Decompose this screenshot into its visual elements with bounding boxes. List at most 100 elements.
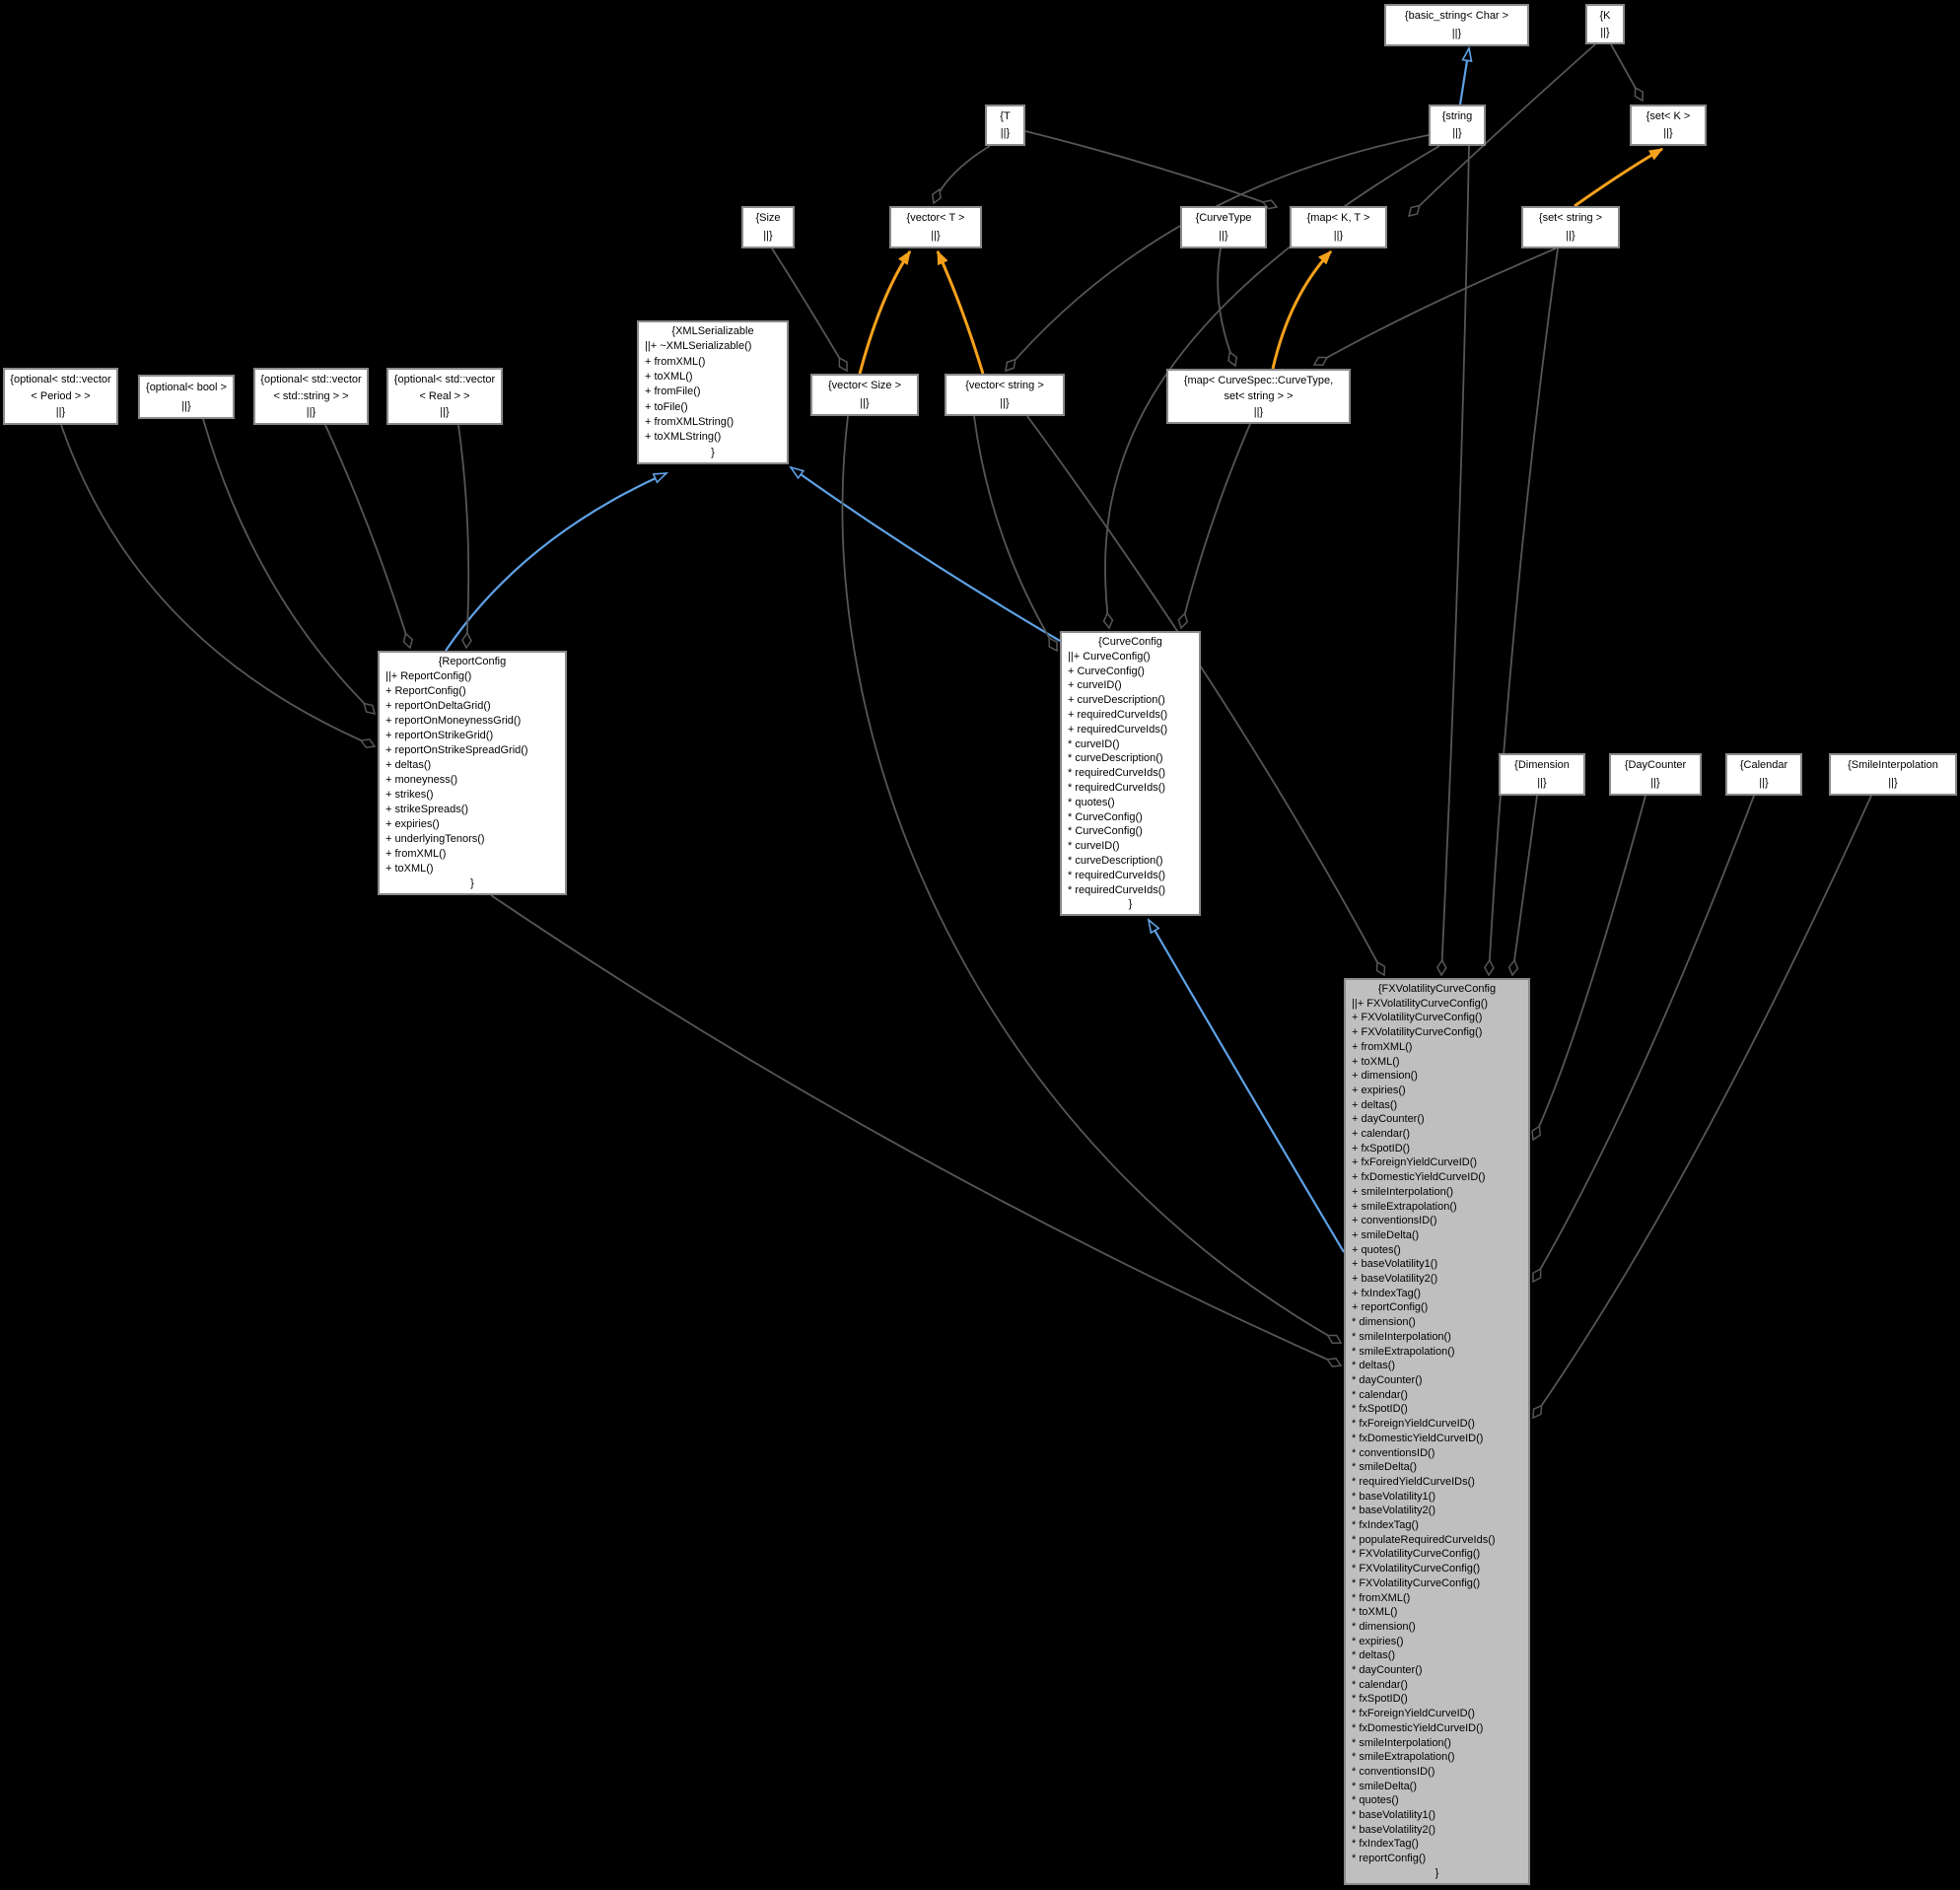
node-string[interactable]: {string||} [1429, 105, 1486, 146]
node-line: * deltas() [1352, 1360, 1396, 1372]
node-line: + reportConfig() [1352, 1301, 1429, 1314]
node-line: ||} [1452, 127, 1462, 139]
node-line: {T [1000, 110, 1011, 122]
node-line: + conventionsID() [1352, 1215, 1437, 1227]
node-line: + moneyness() [385, 774, 458, 786]
node-xmlserializable[interactable]: {XMLSerializable||+ ~XMLSerializable()+ … [637, 320, 789, 464]
node-line: + CurveConfig() [1068, 665, 1145, 677]
node-line: * dimension() [1352, 1316, 1416, 1329]
node-opt_string[interactable]: {optional< std::vector< std::string > >|… [253, 368, 369, 425]
edge-opt_real-reportconfig [457, 424, 472, 650]
node-line: * calendar() [1352, 1678, 1408, 1691]
node-calendar[interactable]: {Calendar||} [1725, 753, 1802, 796]
node-line: ||} [440, 406, 450, 419]
edge-map_cs-curveconfig [1177, 423, 1251, 630]
node-line: + fxSpotID() [1352, 1142, 1410, 1155]
node-line: ||} [860, 396, 870, 409]
node-line: * conventionsID() [1352, 1446, 1435, 1459]
node-line: + fromXML() [1352, 1040, 1413, 1053]
node-line: ||+ ReportConfig() [385, 670, 472, 682]
node-set_k[interactable]: {set< K >||} [1630, 105, 1707, 146]
node-line: * requiredCurveIds() [1068, 781, 1166, 794]
node-line: * curveDescription() [1068, 854, 1163, 867]
node-line: + fromFile() [645, 385, 701, 398]
node-line: + quotes() [1352, 1243, 1401, 1256]
node-fxvolatilitycurveconfig[interactable]: {FXVolatilityCurveConfig||+ FXVolatility… [1344, 978, 1530, 1885]
node-opt_period[interactable]: {optional< std::vector< Period > >||} [3, 368, 118, 425]
node-line: {map< K, T > [1306, 212, 1370, 224]
node-line: + fromXML() [385, 848, 447, 860]
node-basic_string_char[interactable]: {basic_string< Char >||} [1384, 4, 1529, 46]
node-vector_size[interactable]: {vector< Size >||} [810, 374, 919, 416]
node-line: ||} [1663, 127, 1673, 139]
node-dimension[interactable]: {Dimension||} [1499, 753, 1585, 796]
node-line: * fxForeignYieldCurveID() [1352, 1418, 1475, 1431]
node-opt_real[interactable]: {optional< std::vector< Real > >||} [386, 368, 503, 425]
node-line: * dayCounter() [1352, 1373, 1423, 1386]
node-line: {SmileInterpolation [1848, 759, 1938, 771]
edge-opt_bool-reportconfig [202, 418, 377, 716]
edge-dimension-fxvolatilitycurveconfig [1507, 795, 1538, 977]
node-line: + fxDomesticYieldCurveID() [1352, 1171, 1486, 1184]
node-line: ||+ CurveConfig() [1068, 650, 1151, 663]
node-line: {optional< std::vector [10, 374, 111, 385]
node-line: {vector< string > [965, 380, 1044, 391]
node-set_string[interactable]: {set< string >||} [1521, 206, 1620, 248]
edge-daycounter-fxvolatilitycurveconfig [1531, 795, 1646, 1142]
node-line: ||} [931, 229, 941, 242]
node-line: * FXVolatilityCurveConfig() [1352, 1576, 1481, 1589]
node-line: + dimension() [1352, 1070, 1418, 1083]
node-line: ||} [1000, 127, 1011, 139]
node-map_cs[interactable]: {map< CurveSpec::CurveType,set< string >… [1166, 369, 1351, 424]
node-opt_bool[interactable]: {optional< bool >||} [138, 375, 235, 419]
node-line: < std::string > > [273, 389, 349, 402]
node-line: * baseVolatility2() [1352, 1505, 1435, 1517]
edge-map_cs-map_kt [1271, 249, 1333, 370]
node-map_kt[interactable]: {map< K, T >||} [1290, 206, 1387, 248]
node-line: + strikeSpreads() [385, 804, 469, 815]
node-line: * curveID() [1068, 737, 1120, 750]
node-curveconfig[interactable]: {CurveConfig||+ CurveConfig()+ CurveConf… [1060, 631, 1201, 916]
node-vector_string[interactable]: {vector< string > ||} [945, 374, 1065, 416]
node-line: ||} [1000, 396, 1010, 409]
node-line: {CurveType [1195, 212, 1252, 224]
node-smileinterpolation[interactable]: {SmileInterpolation ||} [1829, 753, 1957, 796]
node-t[interactable]: {T ||} [985, 105, 1025, 146]
node-size[interactable]: {Size||} [741, 206, 795, 248]
edge-fxvolatilitycurveconfig-curveconfig [1149, 920, 1345, 1253]
node-line: + expiries() [385, 818, 440, 830]
node-line: } [711, 446, 715, 458]
edge-vector_string-vector_t [936, 251, 985, 375]
node-line: * toXML() [1352, 1606, 1398, 1619]
node-line: + curveDescription() [1068, 694, 1165, 707]
edge-k-map_kt [1407, 43, 1596, 218]
node-daycounter[interactable]: {DayCounter||} [1609, 753, 1702, 796]
node-line: * reportConfig() [1352, 1853, 1427, 1865]
node-line: {FXVolatilityCurveConfig [1377, 983, 1497, 995]
node-line: * dayCounter() [1352, 1664, 1423, 1677]
node-line: * curveID() [1068, 840, 1120, 853]
node-line: {map< CurveSpec::CurveType, [1183, 375, 1334, 386]
node-reportconfig[interactable]: {ReportConfig||+ ReportConfig()+ ReportC… [378, 651, 567, 895]
node-curvetype[interactable]: {CurveType ||} [1180, 206, 1267, 248]
node-line: * fxForeignYieldCurveID() [1352, 1708, 1475, 1720]
node-line: + deltas() [385, 759, 432, 771]
node-line: ||} [306, 406, 316, 419]
node-line: * quotes() [1068, 796, 1115, 808]
node-line: ||} [1219, 229, 1228, 242]
edge-vector_size-fxvolatilitycurveconfig [841, 415, 1343, 1345]
node-line: ||+ ~XMLSerializable() [645, 340, 752, 353]
node-line: {Calendar [1739, 759, 1788, 771]
node-line: ||} [1600, 26, 1610, 38]
node-line: {optional< std::vector [393, 374, 496, 385]
node-line: + dayCounter() [1352, 1113, 1425, 1126]
node-vector_t[interactable]: {vector< T >||} [889, 206, 982, 248]
node-line: * quotes() [1352, 1794, 1399, 1807]
node-k[interactable]: {K||} [1585, 4, 1625, 44]
node-line: ||} [1888, 776, 1898, 789]
node-line: + fxIndexTag() [1352, 1287, 1422, 1299]
node-line: {basic_string< Char > [1404, 10, 1509, 22]
node-line: * baseVolatility1() [1352, 1490, 1435, 1503]
edge-t-map_kt [1024, 130, 1279, 210]
